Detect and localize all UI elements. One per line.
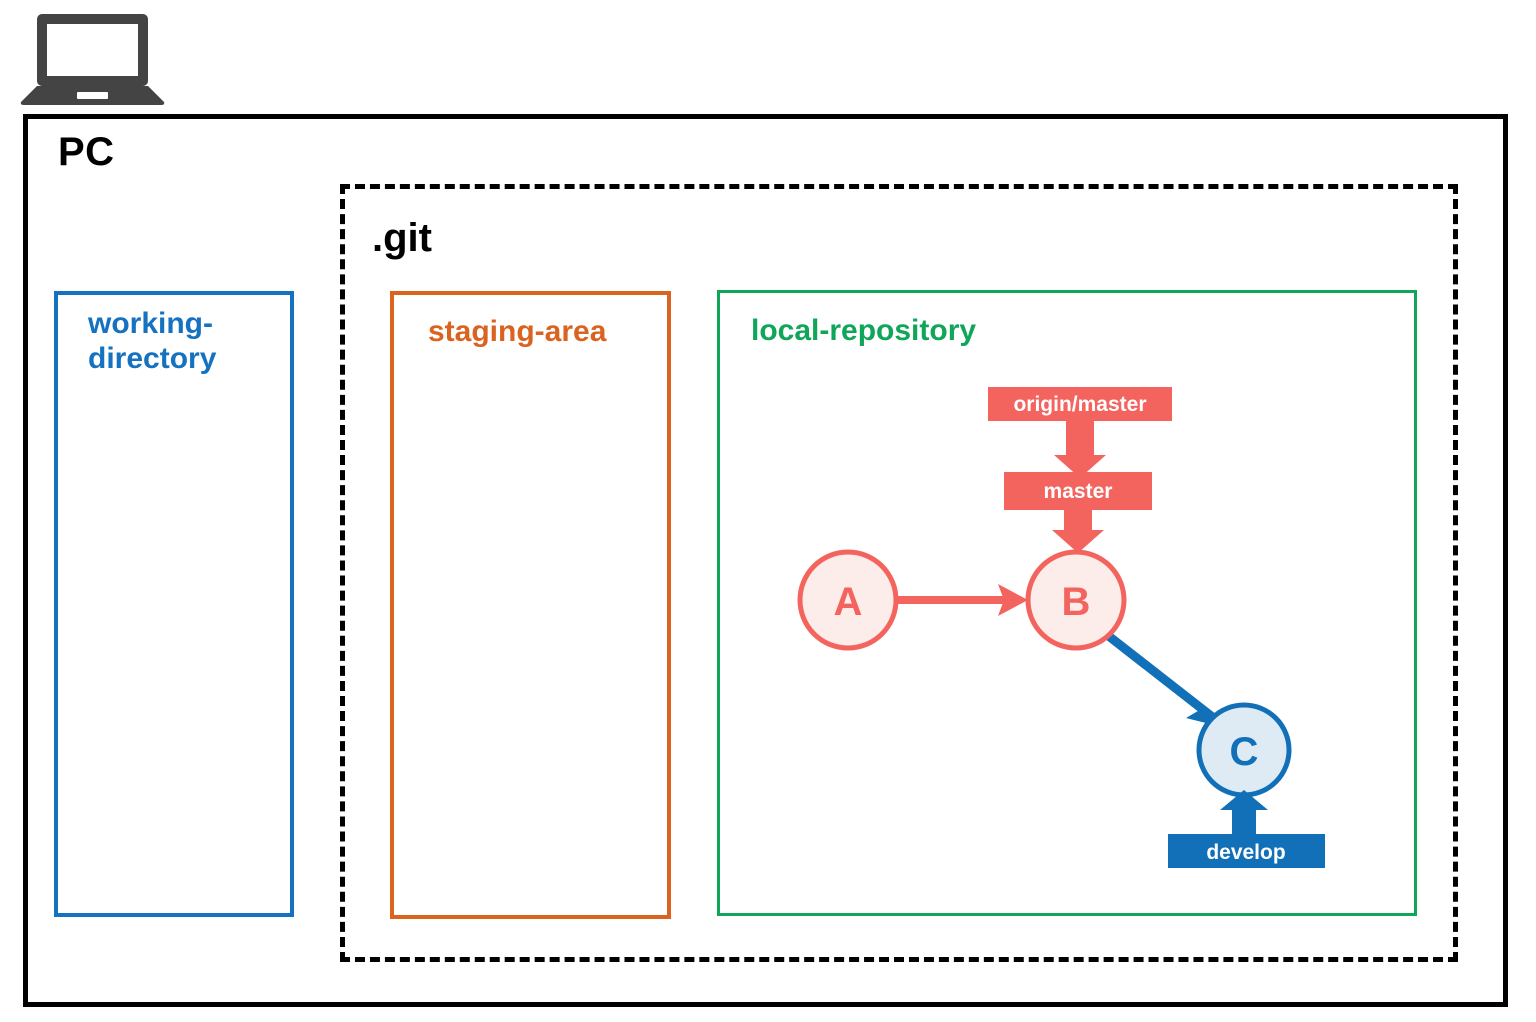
develop-badge[interactable] xyxy=(1168,834,1325,868)
edge-a-to-b-arrowhead xyxy=(998,584,1028,616)
working-directory-label-line1: working- xyxy=(88,307,213,340)
pc-label: PC xyxy=(58,130,115,174)
commit-label-c: C xyxy=(1230,730,1259,774)
origin-master-to-master-arrow xyxy=(1054,421,1106,478)
edge-b-to-c xyxy=(1103,630,1218,723)
commit-node-b[interactable] xyxy=(1025,549,1127,651)
master-label: master xyxy=(1044,480,1113,503)
commit-label-a: A xyxy=(834,580,863,624)
master-to-commit-b-arrow xyxy=(1052,510,1104,553)
pc-container xyxy=(23,114,1508,1007)
commit-label-b: B xyxy=(1062,580,1091,624)
local-repository-box xyxy=(717,290,1417,916)
git-label: .git xyxy=(372,216,432,260)
staging-area-box xyxy=(390,291,671,919)
develop-to-commit-c-arrow xyxy=(1220,790,1268,834)
commit-graph: origin/master master A B C develop xyxy=(797,387,1325,868)
origin-master-label: origin/master xyxy=(1013,393,1146,416)
local-repository-label: local-repository xyxy=(751,314,977,347)
staging-area-label: staging-area xyxy=(428,315,607,348)
master-badge[interactable] xyxy=(1004,472,1152,510)
laptop-icon xyxy=(20,10,165,105)
develop-label: develop xyxy=(1206,841,1285,864)
working-directory-label: working- directory xyxy=(88,306,278,377)
working-directory-box xyxy=(54,291,294,917)
commit-node-a[interactable] xyxy=(797,549,899,651)
origin-master-badge[interactable] xyxy=(988,387,1172,421)
working-directory-label-line2: directory xyxy=(88,342,217,376)
git-container xyxy=(340,184,1458,962)
